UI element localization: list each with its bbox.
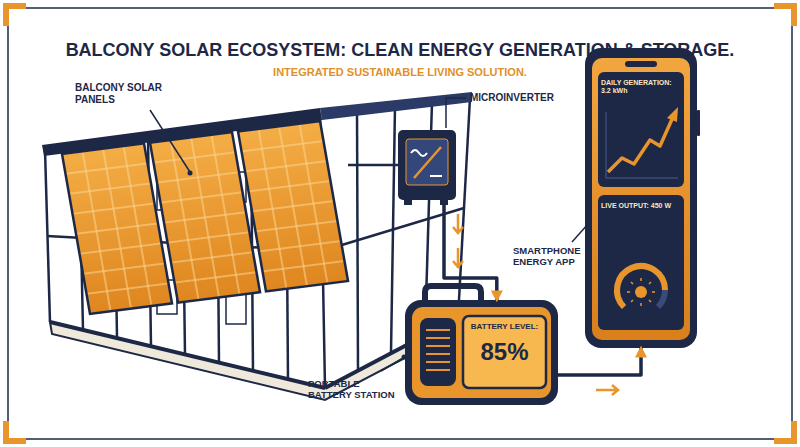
leader-line xyxy=(446,98,466,128)
smartphone-body xyxy=(627,278,655,306)
microinverter-device xyxy=(406,139,448,185)
smartphone-body xyxy=(640,278,642,281)
smartphone-body xyxy=(649,300,651,302)
balcony-railing xyxy=(50,322,325,388)
smartphone-body xyxy=(592,58,690,340)
battery-station-body xyxy=(426,330,450,370)
page-frame xyxy=(774,6,794,26)
battery-station-body xyxy=(425,286,481,302)
smartphone-body xyxy=(606,112,678,178)
battery-station-body xyxy=(412,307,551,398)
callout-label: BALCONY SOLAR PANELS xyxy=(75,82,170,106)
flow-arrow xyxy=(453,248,463,267)
page-frame xyxy=(774,421,794,441)
smartphone-body xyxy=(649,282,651,284)
flow-arrow xyxy=(453,214,463,233)
battery-station-body xyxy=(405,300,558,405)
solar-panels xyxy=(238,121,348,291)
subtitle: INTEGRATED SUSTAINABLE LIVING SOLUTION. xyxy=(0,66,800,79)
cable-connector xyxy=(558,348,641,375)
smartphone-body xyxy=(585,48,700,348)
flow-arrow xyxy=(596,385,618,395)
battery-station-body xyxy=(426,353,450,355)
solar-panels xyxy=(238,121,348,291)
solar-panels xyxy=(238,121,348,291)
battery-station-body xyxy=(463,316,546,388)
battery-station-body xyxy=(420,318,456,386)
battery-station-body xyxy=(426,329,450,331)
smartphone-body xyxy=(635,286,647,298)
battery-station: PORTABLE BATTERY STATIONBATTERY LEVEL:85… xyxy=(405,300,558,405)
microinverter-device xyxy=(404,200,412,205)
page-frame xyxy=(6,421,26,441)
solar-panels xyxy=(238,121,348,291)
smartphone-body xyxy=(667,107,678,122)
leader-line xyxy=(188,171,193,176)
smartphone-body xyxy=(697,110,700,136)
cable-connector xyxy=(444,200,497,300)
smartphone-body xyxy=(617,266,665,307)
app-stat: LIVE OUTPUT: 450 W xyxy=(601,202,681,210)
solar-panel-array: BALCONY SOLAR PANELS xyxy=(62,121,348,321)
diagram-title: BALCONY SOLAR ECOSYSTEM: CLEAN ENERGY GE… xyxy=(0,40,800,62)
microinverter-device xyxy=(430,175,442,177)
smartphone-app: SMARTPHONE ENERGY APPDAILY GENERATION: 3… xyxy=(585,48,697,348)
page-frame xyxy=(6,6,26,26)
microinverter-device xyxy=(398,130,456,205)
app-stat: DAILY GENERATION: 3.2 kWh xyxy=(601,79,681,96)
smartphone-body xyxy=(608,117,673,172)
leader-line xyxy=(381,358,403,371)
battery-station-body xyxy=(426,337,450,339)
balcony-railing xyxy=(50,318,462,400)
balcony-railing xyxy=(325,318,458,388)
battery-station-body xyxy=(426,361,450,363)
microinverter-box: MICROINVERTER xyxy=(398,130,456,200)
leader-line xyxy=(150,98,600,371)
smartphone-body xyxy=(617,266,665,307)
microinverter-device xyxy=(414,147,441,178)
smartphone-body xyxy=(627,291,630,293)
screen-caption: BATTERY LEVEL: xyxy=(463,322,546,332)
callout-label: MICROINVERTER xyxy=(470,92,580,104)
microinverter-device xyxy=(398,130,456,200)
cable-connector xyxy=(348,164,398,167)
leader-line xyxy=(150,110,190,172)
solar-panels xyxy=(62,121,348,314)
callout-label: SMARTPHONE ENERGY APP xyxy=(513,245,581,268)
smartphone-body xyxy=(585,48,697,348)
battery-station-body xyxy=(426,345,450,347)
smartphone-body xyxy=(640,303,642,306)
smartphone-body xyxy=(598,195,684,330)
battery-percent: 85% xyxy=(463,338,546,367)
callout-label: PORTABLE BATTERY STATION xyxy=(308,378,400,401)
smartphone-body xyxy=(652,291,655,293)
smartphone-body xyxy=(625,61,657,67)
microinverter-device xyxy=(411,150,427,156)
smartphone-body xyxy=(631,300,633,302)
smartphone-body xyxy=(631,282,633,284)
battery-station-body xyxy=(405,286,558,405)
smartphone-body xyxy=(598,72,684,187)
battery-station-body xyxy=(426,369,450,371)
balcony-railing xyxy=(320,92,472,120)
